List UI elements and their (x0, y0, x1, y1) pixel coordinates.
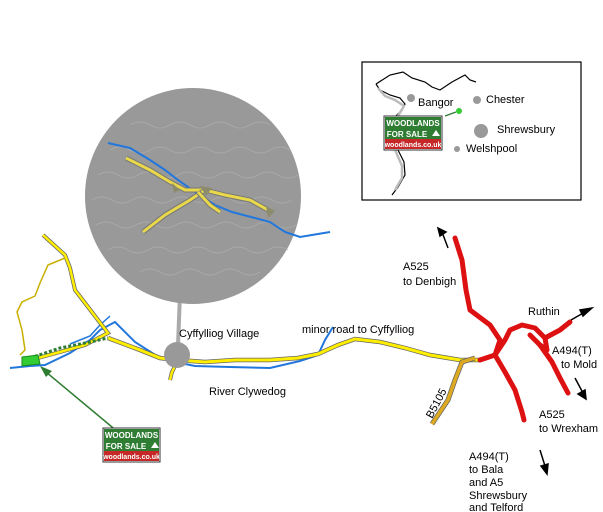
arrow-denbigh-head (436, 226, 448, 238)
road-b5105 (430, 356, 476, 425)
arrow-wrexham (574, 377, 584, 394)
label-a494-bala-2: to Bala (469, 464, 504, 476)
inset-location-pointer (444, 111, 457, 117)
detail-woodland-3 (266, 206, 275, 218)
inset-bangor-dot (407, 94, 415, 102)
road-a525-wrexham (537, 342, 571, 396)
label-a494-bala-3: and A5 (469, 477, 503, 489)
logo-main-line1: WOODLANDS (105, 431, 159, 440)
logo-main-url: woodlands.co.uk (102, 454, 160, 461)
inset-chester: Chester (486, 94, 525, 106)
road-a494-mold (542, 319, 573, 341)
detail-roads (124, 155, 270, 234)
dashed-track (29, 336, 109, 360)
inset-shrewsbury-dot (474, 124, 488, 138)
direction-arrows (436, 226, 595, 476)
arrow-mold-head (578, 306, 595, 318)
arrow-bala (539, 449, 546, 467)
detail-river (107, 142, 331, 239)
logo-inset-line2: FOR SALE (387, 130, 428, 139)
label-a494-mold-1: A494(T) (552, 345, 592, 357)
label-village: Cyffylliog Village (179, 328, 259, 340)
woodland-pointer (40, 366, 119, 433)
inset-tree-icon (432, 130, 440, 136)
woodlands-logo-main[interactable]: WOODLANDS FOR SALE woodlands.co.uk (102, 427, 161, 463)
label-a494-bala-4: Shrewsbury (469, 490, 528, 502)
label-a525-denbigh-1: A525 (403, 261, 429, 273)
road-track-west (16, 257, 66, 356)
woodland-plot (21, 354, 41, 367)
inset-map: Bangor Chester Shrewsbury Welshpool WOOD… (361, 61, 582, 201)
logo-inset-url: woodlands.co.uk (384, 142, 442, 149)
label-minor-road: minor road to Cyffylliog (302, 324, 414, 336)
road-ruthin-link (492, 322, 548, 358)
arrow-wrexham-head (576, 388, 587, 401)
road-a494-bala (492, 352, 527, 423)
inset-chester-dot (473, 96, 481, 104)
arrow-bala-head (539, 462, 549, 476)
label-river: River Clywedog (209, 386, 286, 398)
inset-bangor: Bangor (418, 97, 454, 109)
detail-woodland-2 (200, 186, 212, 196)
road-a525-denbigh (452, 235, 503, 363)
logo-inset-line1: WOODLANDS (386, 119, 440, 128)
detail-woodland-1 (172, 183, 180, 193)
tree-icon (151, 442, 159, 448)
label-a494-bala-5: and Telford (469, 502, 523, 512)
village-marker (164, 342, 190, 368)
inset-coast-north (375, 71, 477, 91)
minor-road-to-cyffylliog (107, 336, 480, 364)
label-ruthin: Ruthin (528, 306, 560, 318)
inset-location-dot (456, 108, 462, 114)
label-a494-mold-2: to Mold (561, 359, 597, 371)
inset-shrewsbury: Shrewsbury (497, 124, 556, 136)
a-roads (452, 235, 573, 423)
inset-welshpool: Welshpool (466, 143, 517, 155)
inset-welshpool-dot (454, 146, 460, 152)
woodlands-logo-inset[interactable]: WOODLANDS FOR SALE woodlands.co.uk (383, 115, 443, 151)
magnifier-detail (85, 88, 331, 346)
label-a494-bala-1: A494(T) (469, 451, 509, 463)
road-loop-west (37, 234, 110, 360)
label-a525-wrexham-2: to Wrexham (539, 423, 598, 435)
label-a525-denbigh-2: to Denbigh (403, 276, 456, 288)
label-a525-wrexham-1: A525 (539, 409, 565, 421)
logo-main-line2: FOR SALE (106, 442, 147, 451)
